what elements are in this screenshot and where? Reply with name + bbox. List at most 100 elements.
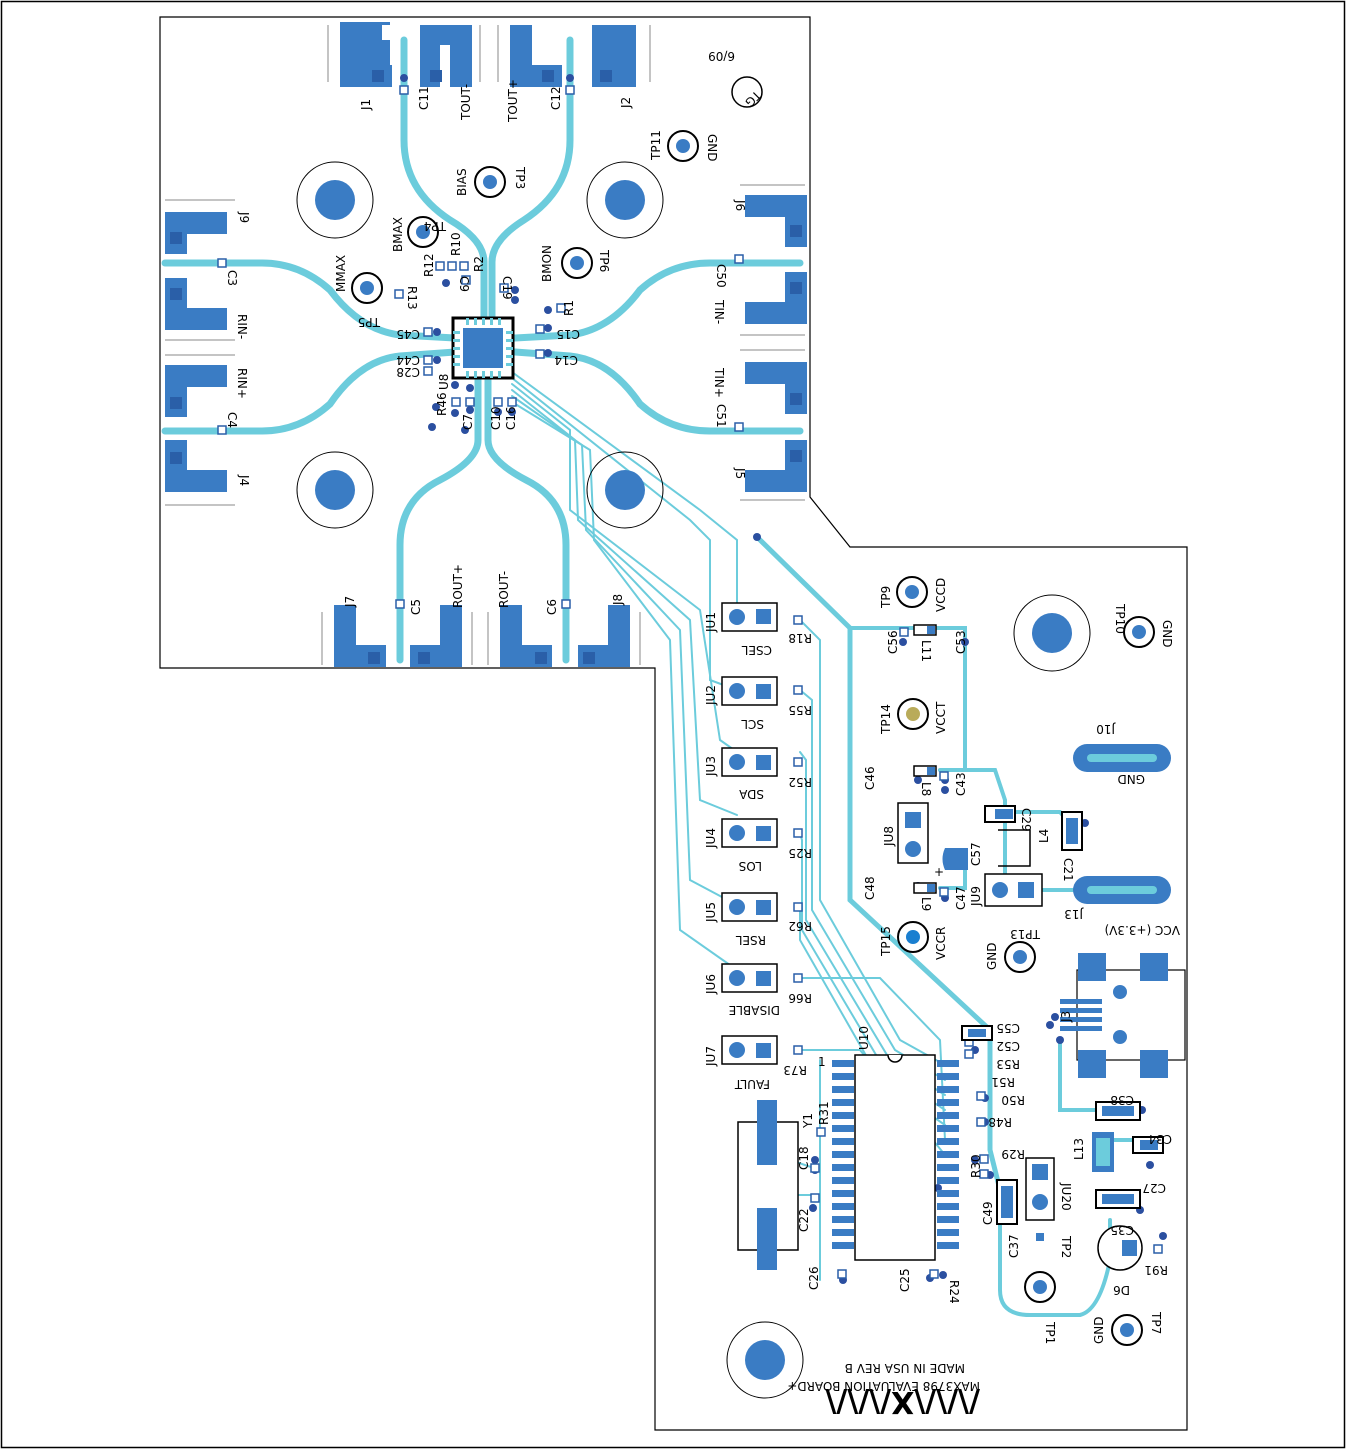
label-u8: U8 — [437, 374, 451, 390]
label-scl: SCL — [741, 717, 764, 731]
label-c26: C26 — [807, 1266, 821, 1290]
test-point-tp14 — [897, 698, 929, 730]
test-point-tp5 — [351, 272, 383, 304]
label-rsel: RSEL — [735, 933, 766, 947]
label-rin-plus: RIN+ — [235, 368, 249, 399]
label-ju20: JU20 — [1059, 1182, 1073, 1211]
label-c14: C14 — [554, 353, 578, 367]
label-los: LOS — [739, 859, 762, 873]
label-j9: J9 — [237, 211, 251, 223]
label-c43: C43 — [954, 772, 968, 796]
label-ju7: JU7 — [704, 1046, 718, 1067]
label-r66: R66 — [788, 991, 812, 1005]
label-fault: FAULT — [734, 1077, 770, 1091]
label-r2: R2 — [472, 256, 486, 272]
label-d6: D6 — [1113, 1283, 1130, 1297]
label-r46: R46 — [435, 392, 449, 416]
label-gnd-tp7: GND — [1092, 1316, 1106, 1344]
label-c46: C46 — [863, 766, 877, 790]
label-r50: R50 — [1001, 1093, 1025, 1107]
resistors-control — [793, 615, 803, 1055]
mounting-hole — [296, 451, 374, 529]
label-r91: R91 — [1144, 1263, 1168, 1277]
label-c5: C5 — [409, 599, 423, 615]
label-r73: R73 — [783, 1063, 807, 1077]
label-j5: J5 — [733, 467, 747, 479]
test-point-tp6 — [561, 247, 593, 279]
label-tp3: TP3 — [513, 166, 527, 189]
label-vcc-33: VCC (+3.3V) — [1105, 923, 1181, 937]
label-j13: J13 — [1064, 907, 1084, 921]
label-tp2: TP2 — [1059, 1235, 1073, 1258]
silkscreen-labels: J1 C11 TOUT- TOUT+ C12 J2 6/09 TG TP11 G… — [225, 49, 1180, 1419]
label-u10: U10 — [857, 1026, 871, 1050]
label-bmax: BMAX — [391, 217, 405, 252]
label-r13: R13 — [405, 286, 419, 310]
label-rout-minus: ROUT- — [497, 571, 511, 608]
test-point-tp11 — [667, 130, 699, 162]
label-c45: C45 — [396, 327, 420, 341]
label-c29: C29 — [1019, 808, 1033, 832]
label-ju6: JU6 — [704, 974, 718, 995]
label-c37: C37 — [1007, 1234, 1021, 1258]
label-r12: R12 — [422, 253, 436, 277]
label-c48: C48 — [863, 876, 877, 900]
label-rin-minus: RIN- — [235, 314, 249, 339]
label-l4: L4 — [1037, 829, 1051, 843]
label-gnd-j10: GND — [1117, 772, 1145, 786]
silk-line-made-in-usa: MADE IN USA REV B — [845, 1361, 965, 1375]
label-j1: J1 — [359, 99, 373, 111]
label-vcct: VCCT — [934, 701, 948, 734]
label-c4: C4 — [225, 412, 239, 428]
silk-line-board-name: MAX3798 EVALUATION BOARD+ — [787, 1379, 980, 1393]
label-c22: C22 — [797, 1208, 811, 1232]
label-tp13: TP13 — [1010, 927, 1041, 941]
mounting-hole — [586, 451, 664, 529]
label-tin-minus: TIN- — [712, 299, 726, 324]
label-l9: L9 — [919, 897, 933, 911]
label-c51: C51 — [714, 404, 728, 428]
label-tout-plus: TOUT+ — [506, 79, 520, 123]
crystal-y1 — [737, 1100, 799, 1270]
board-outline — [159, 16, 1188, 1431]
traces — [161, 36, 1152, 1317]
label-c9: C9 — [457, 276, 471, 292]
label-c10: C10 — [489, 406, 503, 430]
test-point-tp13 — [1004, 941, 1036, 973]
label-plus: + — [934, 865, 944, 879]
label-tout-minus: TOUT- — [459, 84, 473, 121]
label-tp11: TP11 — [649, 130, 663, 161]
mounting-hole — [296, 161, 374, 239]
test-point-tp3 — [474, 166, 506, 198]
label-l11: L11 — [919, 640, 933, 662]
label-j8: J8 — [611, 594, 625, 606]
label-r48: R48 — [988, 1115, 1012, 1129]
jumper-ju6 — [721, 963, 778, 993]
label-j6: J6 — [733, 199, 747, 211]
small-passives — [217, 85, 744, 609]
label-bias: BIAS — [455, 168, 469, 196]
label-y1: Y1 — [801, 1113, 815, 1129]
label-r62: R62 — [788, 919, 812, 933]
label-vccr: VCCR — [934, 927, 948, 960]
label-r29: R29 — [1001, 1147, 1025, 1161]
label-tp15: TP15 — [879, 926, 893, 957]
label-tp6: TP6 — [597, 249, 611, 272]
mounting-hole — [1013, 594, 1091, 672]
label-c27: C27 — [1142, 1181, 1166, 1195]
label-gnd-tp11: GND — [705, 134, 719, 162]
label-tin-plus: TIN+ — [712, 367, 726, 398]
label-c21: C21 — [1061, 858, 1075, 882]
label-c18: C18 — [797, 1146, 811, 1170]
label-tp7: TP7 — [1149, 1311, 1163, 1334]
mounting-hole — [726, 1321, 804, 1399]
label-j2: J2 — [619, 97, 633, 109]
label-csel: CSEL — [741, 643, 772, 657]
label-c6: C6 — [545, 599, 559, 615]
jumper-ju1 — [721, 602, 778, 632]
jumper-ju2 — [721, 676, 778, 706]
label-tp14: TP14 — [879, 704, 893, 735]
label-ju5: JU5 — [704, 902, 718, 923]
label-r53: R53 — [996, 1057, 1020, 1071]
